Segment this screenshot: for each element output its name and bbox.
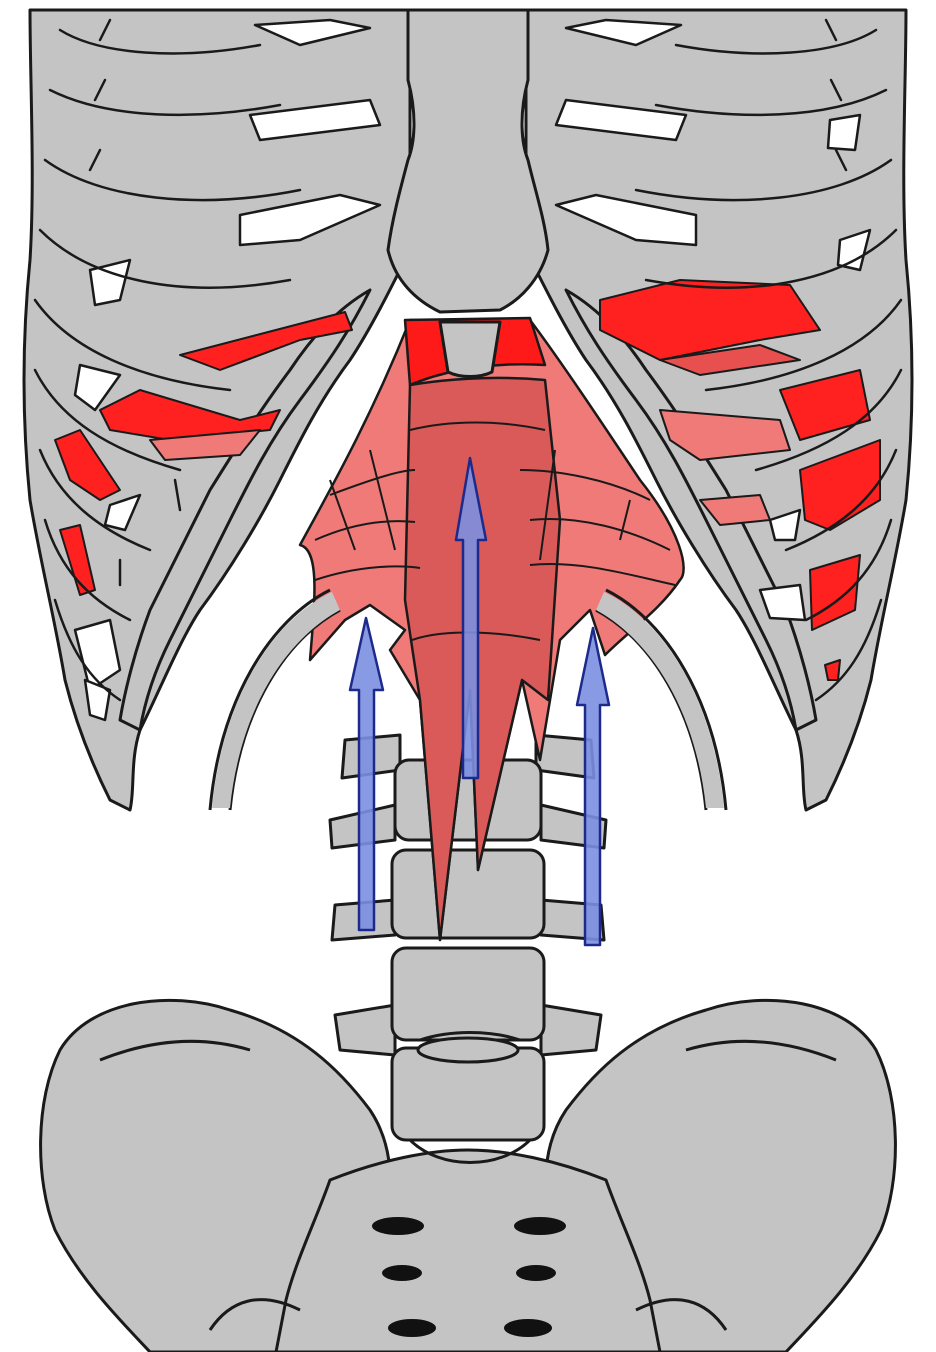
vertebra-l3 <box>392 948 544 1040</box>
sternum <box>388 10 548 312</box>
sacrum <box>276 1150 660 1352</box>
vertebra-l2 <box>392 850 544 938</box>
xiphoid-process <box>440 322 500 377</box>
